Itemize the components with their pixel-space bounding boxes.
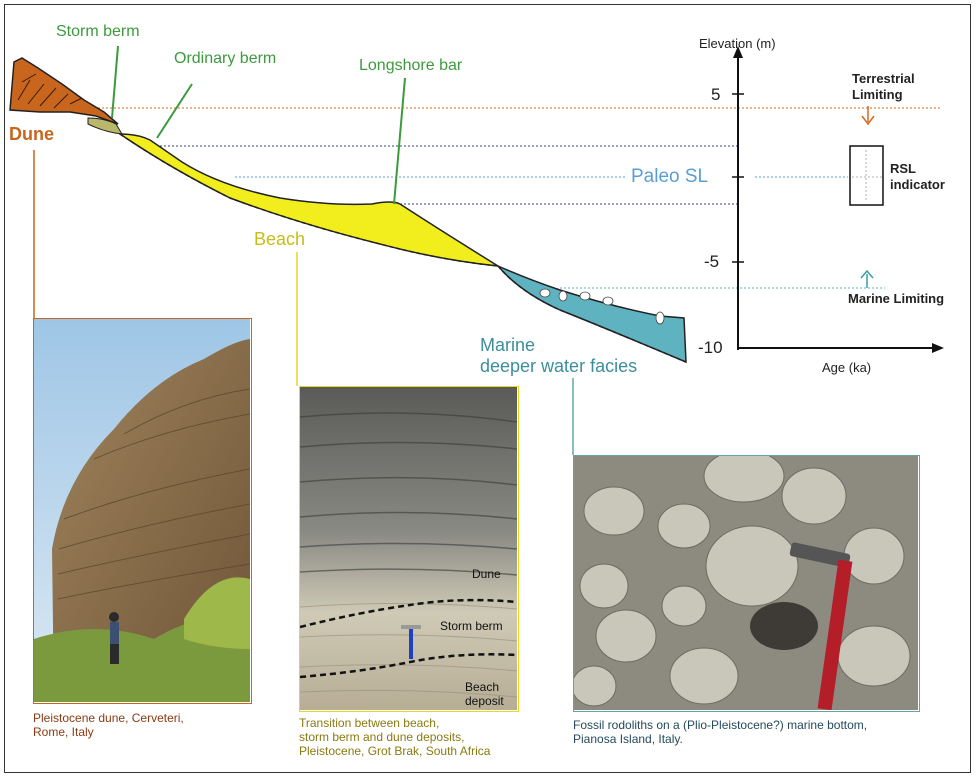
x-axis-arrow [932,343,944,353]
dune-texture [17,73,83,109]
shell-icons [539,288,665,325]
beach-photo: Dune Storm berm Beach deposit [299,386,519,712]
marine-caption: Fossil rodoliths on a (Plio-Pleistocene?… [573,718,868,746]
rsl-indicator-box [849,145,884,206]
beach-photo-deposit-line1: Beach [465,680,500,694]
beach-photo-storm-berm-label: Storm berm [440,619,503,633]
marine-photo [573,455,920,712]
dune-caption: Pleistocene dune, Cerveteri, Rome, Italy [33,711,184,739]
ordinary-berm-leader [156,83,193,139]
beach-photo-deposit-line2: deposit [465,694,504,708]
figure-frame [4,4,971,773]
longshore-bar-leader [393,77,406,205]
marine-label-line1: Marine [480,335,536,355]
dune-label: Dune [9,124,54,144]
rsl-label-line2: indicator [890,177,945,192]
y-tick-5: 5 [711,85,721,104]
marine-base [497,265,687,363]
storm-berm-body [87,117,123,135]
marine-label-line2: deeper water facies [480,356,638,376]
terrestrial-label-line1: Terrestrial [852,71,915,86]
beach-label: Beach [254,229,306,249]
y-tick-neg10: -10 [698,338,723,357]
storm-berm-leader [111,45,119,119]
terrestrial-arrow-head [861,115,875,126]
ordinary-berm-label: Ordinary berm [174,50,277,67]
beach-caption: Transition between beach, storm berm and… [299,716,491,758]
marine-limiting-label: Marine Limiting [848,291,945,306]
rsl-label-line1: RSL [890,161,916,176]
beach-base [119,133,499,267]
paleo-sl-label: Paleo SL [631,166,709,187]
marine-arrow-head [860,269,874,279]
longshore-bar-label: Longshore bar [359,57,463,74]
terrestrial-label-line2: Limiting [852,87,903,102]
y-axis-arrow [733,46,743,58]
y-axis-title: Elevation (m) [699,36,776,51]
storm-berm-label: Storm berm [56,23,140,40]
dune-body [9,57,119,125]
x-axis-title: Age (ka) [822,360,872,375]
dune-photo [33,318,252,704]
beach-body [117,133,499,267]
y-tick-neg5: -5 [704,252,720,271]
beach-photo-dune-label: Dune [472,567,501,581]
